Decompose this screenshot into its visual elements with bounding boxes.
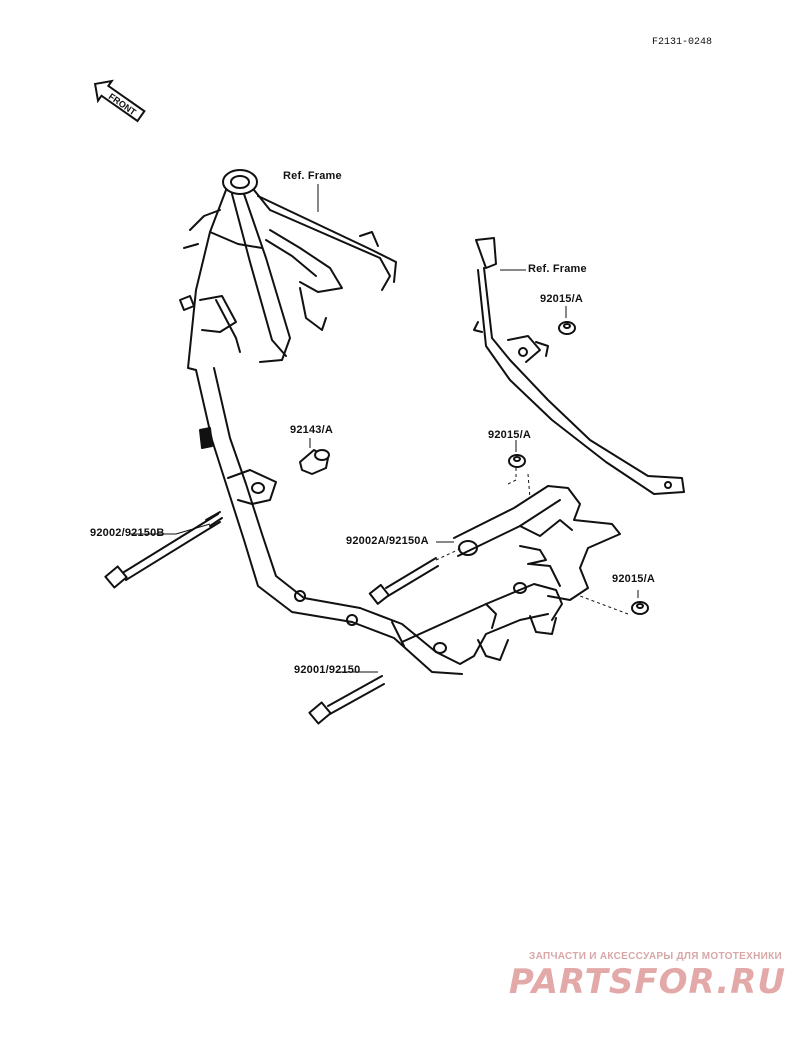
label-92015a-right: 92015/A (612, 573, 655, 585)
diagram-code: F2131-0248 (652, 37, 713, 48)
main-frame (179, 169, 463, 675)
label-92015a-top: 92015/A (540, 293, 583, 305)
label-92002-92150b: 92002/92150B (90, 527, 165, 539)
label-ref-frame-front: Ref. Frame (283, 170, 342, 182)
engine-mount-assembly (401, 485, 621, 665)
label-ref-frame-rear: Ref. Frame (528, 263, 587, 275)
watermark-brand: PARTSFOR.RU (508, 962, 786, 1002)
leader-lines (130, 184, 639, 673)
collar-92143 (299, 449, 330, 475)
watermark-tagline: ЗАПЧАСТИ И АКСЕССУАРЫ ДЛЯ МОТОТЕХНИКИ (529, 951, 782, 962)
nut-92015-top (558, 321, 576, 335)
label-92001-92150: 92001/92150 (294, 664, 361, 676)
bolt-92002-92150b (104, 511, 223, 589)
label-92002a-92150a: 92002A/92150A (346, 535, 429, 547)
bolt-92001-92150 (308, 675, 385, 725)
label-92143a: 92143/A (290, 424, 333, 436)
bolt-92002a-92150a (368, 557, 439, 605)
nut-92015-right (631, 601, 649, 615)
label-92015a-mid: 92015/A (488, 429, 531, 441)
front-arrow-icon: FRONT (93, 79, 146, 123)
rear-frame-rail (473, 237, 685, 495)
nut-92015-mid (508, 454, 526, 468)
